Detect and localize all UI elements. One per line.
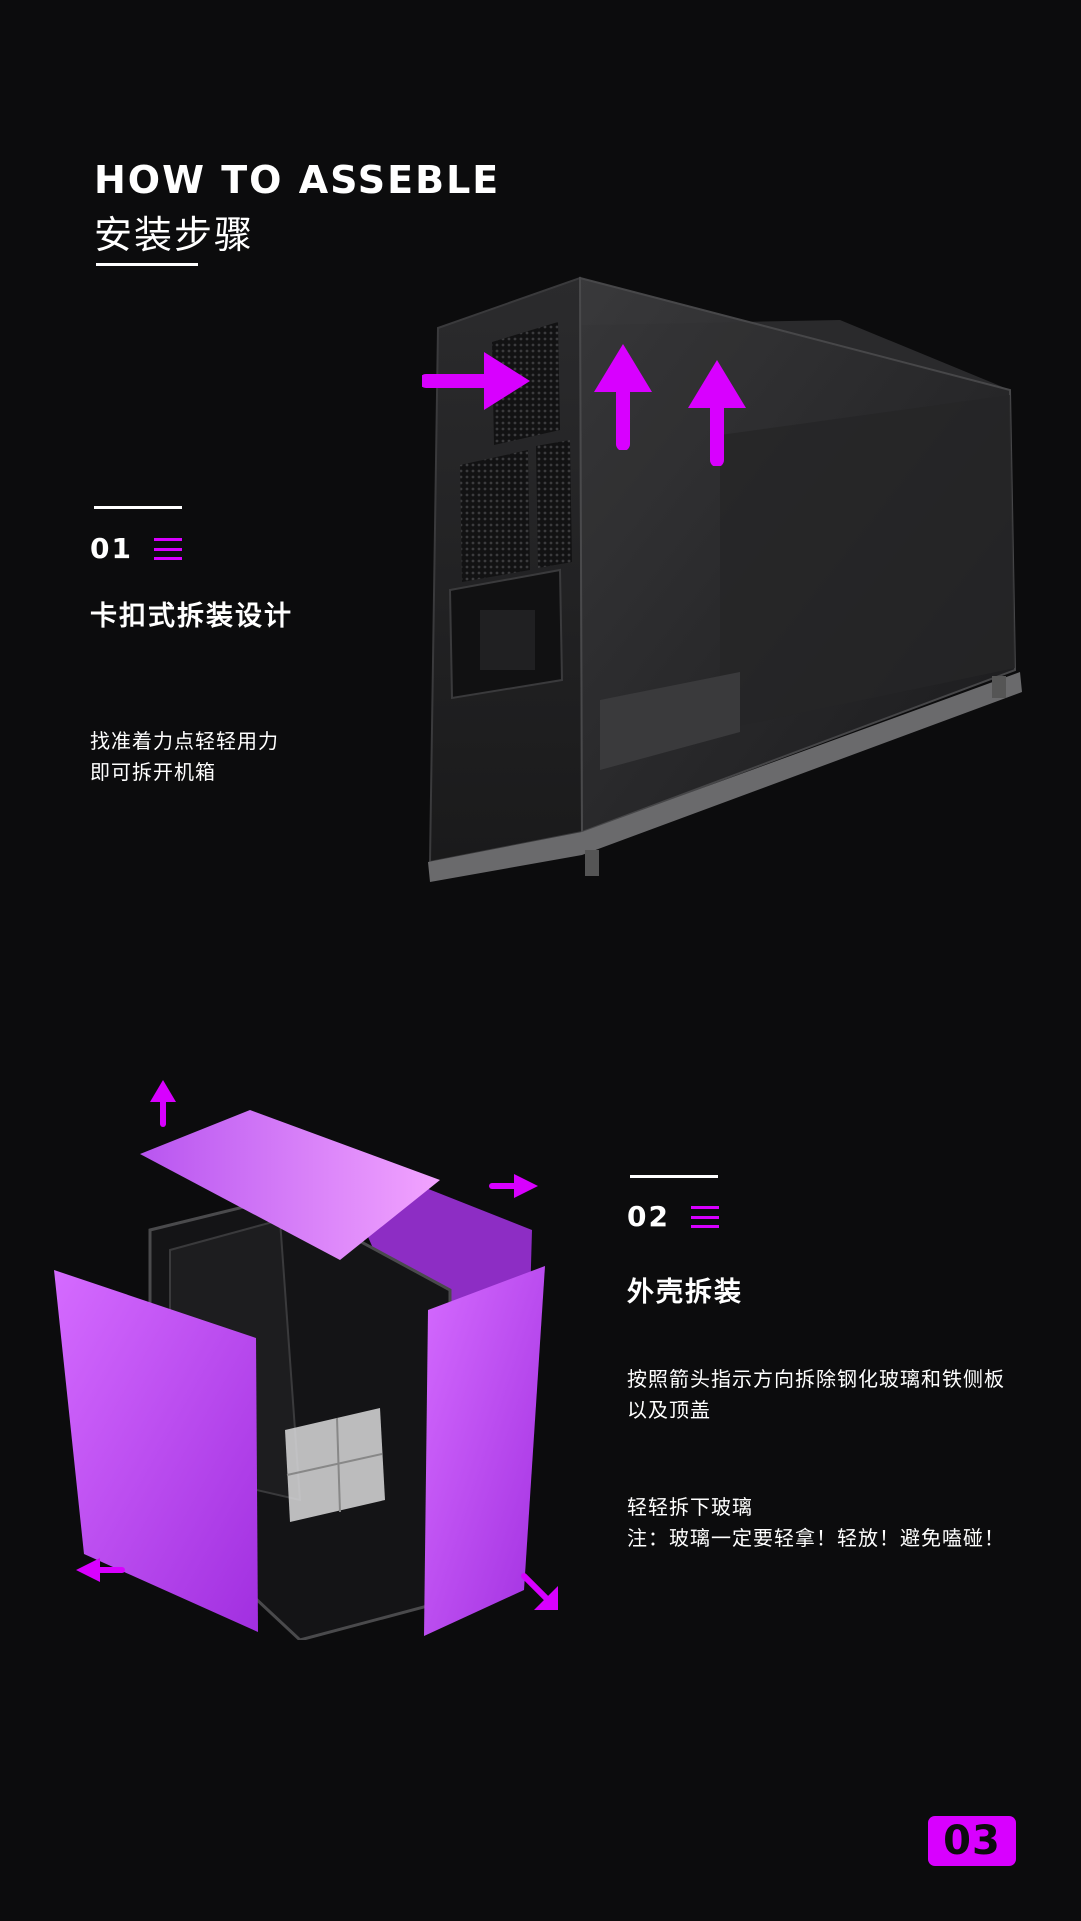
- step-01-number: 01: [90, 532, 133, 565]
- title-underline: [96, 263, 198, 266]
- arrow-up-icon: [594, 344, 652, 450]
- arrow-up-icon: [150, 1080, 176, 1127]
- step-02-note-2: 注：玻璃一定要轻拿！轻放！避免嗑碰！: [627, 1526, 1005, 1550]
- exploded-case-image: [54, 1110, 545, 1640]
- step-02-note-1: 轻轻拆下玻璃: [627, 1495, 753, 1519]
- step-02-line-2: 以及顶盖: [627, 1398, 711, 1422]
- step-01-line-1: 找准着力点轻轻用力: [90, 729, 279, 753]
- page-title-cn: 安装步骤: [94, 213, 255, 257]
- arrow-left-icon: [76, 1558, 125, 1582]
- arrow-up-icon: [688, 360, 746, 466]
- step-02-number: 02: [627, 1200, 670, 1233]
- step-01-title: 卡扣式拆装设计: [90, 601, 293, 632]
- page-number-badge: 03: [928, 1816, 1016, 1866]
- menu-icon: [154, 538, 182, 560]
- arrow-right-icon: [422, 352, 530, 410]
- page-title-en: HOW TO ASSEBLE: [94, 158, 501, 202]
- step-01-line-2: 即可拆开机箱: [90, 760, 216, 784]
- step-02-title: 外壳拆装: [627, 1277, 743, 1308]
- arrow-down-right-icon: [521, 1573, 558, 1610]
- menu-icon: [691, 1206, 719, 1228]
- step-02-rule: [630, 1175, 718, 1178]
- pc-case-image: [428, 276, 1022, 882]
- step-01-rule: [94, 506, 182, 509]
- arrow-right-icon: [489, 1174, 538, 1198]
- step-02-line-1: 按照箭头指示方向拆除钢化玻璃和铁侧板: [627, 1367, 1005, 1391]
